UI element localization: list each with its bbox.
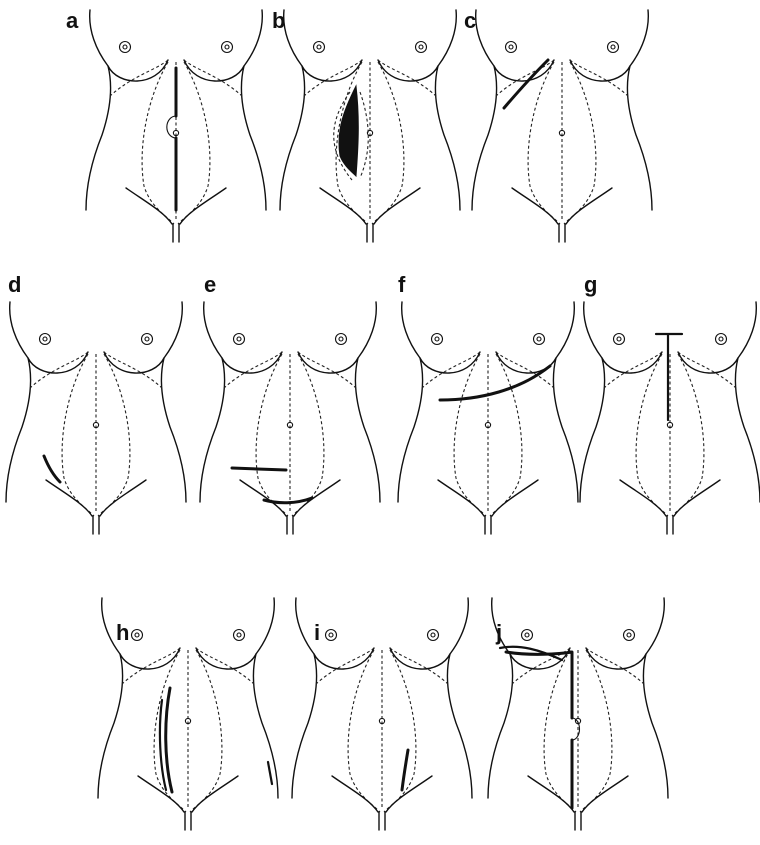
panel-i: i (292, 598, 472, 830)
panel-f-torso (398, 302, 578, 534)
panel-h: h (98, 598, 278, 830)
panel-h-lateral-incision (268, 762, 272, 784)
panel-c: c (464, 8, 652, 242)
panel-e-torso (200, 302, 380, 534)
panel-f-thoracoabdominal-incision (440, 366, 550, 400)
panel-b: b (272, 8, 460, 242)
panel-c-label: c (464, 8, 476, 33)
panel-b-inner-dashed (360, 92, 368, 178)
panel-c-subcostal-incision (504, 60, 548, 108)
panel-i-lower-paramedian-incision (402, 750, 408, 790)
panel-f: f (398, 272, 578, 534)
panel-g: g (580, 272, 760, 534)
panel-e-label: e (204, 272, 216, 297)
panel-d-torso (6, 302, 186, 534)
panel-a: a (66, 8, 266, 242)
panel-j-torso (488, 598, 668, 830)
panel-h-paramedian-incision (166, 688, 172, 792)
panel-g-upper-midline-incision (656, 334, 682, 420)
panel-b-torso (280, 10, 460, 242)
panel-j: j (488, 598, 668, 830)
panel-b-excision-spindle (339, 86, 358, 176)
panel-d: d (6, 272, 186, 534)
panel-e-transverse-incision (232, 468, 286, 470)
panel-g-torso (580, 302, 760, 534)
panel-d-gridiron-incision (44, 456, 60, 482)
panel-d-label: d (8, 272, 21, 297)
panel-f-label: f (398, 272, 406, 297)
panel-h-label: h (116, 620, 129, 645)
panel-j-subcostal-midline-incision (506, 652, 572, 808)
panel-i-label: i (314, 620, 320, 645)
panel-c-torso (472, 10, 652, 242)
panel-e-pfannenstiel-incision (264, 498, 312, 503)
panel-e: e (200, 272, 380, 534)
panel-g-label: g (584, 272, 597, 297)
panel-a-label: a (66, 8, 79, 33)
